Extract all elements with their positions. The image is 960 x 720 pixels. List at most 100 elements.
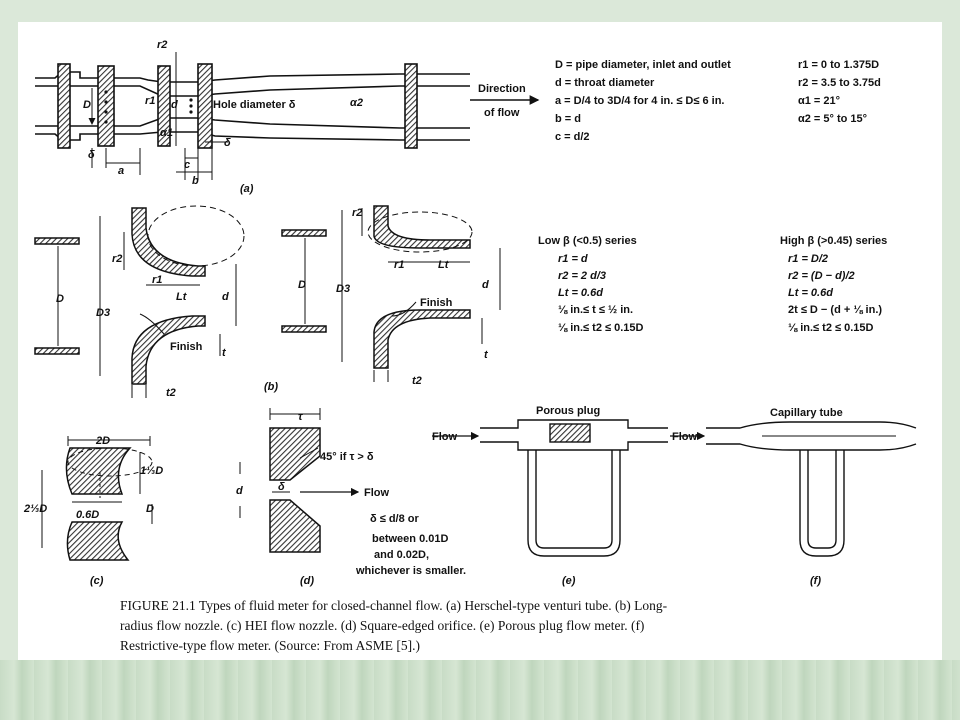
panel-e-labels: Porous plug Flow (e) [432,405,600,587]
high-beta-line-3: Lt = 0.6d [788,287,833,299]
label-f-flow: Flow [672,431,697,443]
label-b-r2-left: r2 [112,253,122,265]
legend-a-line-1: D = pipe diameter, inlet and outlet [555,59,731,71]
label-b: b [192,175,199,187]
flange-outlet [404,63,418,149]
label-d-rule-3: and 0.02D, [374,549,429,561]
label-c-throat: 0.6D [76,509,99,521]
low-beta-line-4: ⅛ in.≤ t ≤ ½ in. [558,304,633,316]
figure-caption: FIGURE 21.1 Types of fluid meter for clo… [120,598,668,653]
label-D: D [83,99,91,111]
slide-footer-band [0,660,960,720]
high-beta-line-2: r2 = (D − d)/2 [788,270,855,282]
label-b-t2-left: t2 [166,387,176,399]
high-beta-line-1: r1 = D/2 [788,253,828,265]
label-hole-diameter: Hole diameter δ [213,99,296,111]
nozzle-left-body [131,207,206,277]
caption-line-3: Restrictive-type flow meter. (Source: Fr… [120,638,420,653]
porous-plug-element [549,423,591,443]
label-b-Lt-left: Lt [176,291,188,303]
label-c: c [184,159,190,171]
caption-line-1: FIGURE 21.1 Types of fluid meter for clo… [120,598,668,613]
high-beta-line-4: 2t ≤ D − (d + ⅛ in.) [788,304,882,316]
label-b-d-right: d [482,279,489,291]
nozzle-right-pipe-top [281,229,327,237]
label-e-title: Porous plug [536,405,600,417]
figure-page: r2 D r1 d Hole diameter δ α2 α1 δ a c δ … [18,22,942,660]
panel-f-labels: Capillary tube Flow (f) [672,407,843,587]
legend-a-right-1: r1 = 0 to 1.375D [798,59,879,71]
label-d-tau: τ [298,411,303,423]
legend-a-line-4: b = d [555,113,581,125]
nozzle-right-body-bottom [373,309,471,369]
label-d-d: d [236,485,243,497]
beta-series-tables: Low β (<0.5) series r1 = d r2 = 2 d/3 Lt… [538,235,887,334]
hei-nozzle-top [65,447,132,495]
label-c-left: 2⅓D [23,503,47,515]
panel-label-a: (a) [240,183,254,195]
high-beta-line-5: ⅛ in.≤ t2 ≤ 0.15D [788,322,873,334]
label-b-t2-right: t2 [412,375,422,387]
label-b-D3-left: D3 [96,307,110,319]
orifice-plate-bottom [269,499,321,553]
piezometer-dots [104,90,193,124]
orifice-plate-top [269,427,321,481]
panel-b-labels: D r2 r1 Lt d D3 Finish t t2 r2 D D3 r1 L… [56,207,489,399]
label-d-rule-1: δ ≤ d/8 or [370,513,419,525]
panel-d-labels: τ 45° if τ > δ d δ Flow δ ≤ d/8 or betwe… [236,411,466,587]
panel-a-labels: r2 D r1 d Hole diameter δ α2 α1 δ a c δ … [83,39,526,195]
legend-a-line-3: a = D/4 to 3D/4 for 4 in. ≤ D≤ 6 in. [555,95,724,107]
nozzle-left-pipe-bottom [34,347,80,355]
legend-a-right-4: α2 = 5° to 15° [798,113,867,125]
label-a: a [118,165,124,177]
manometer-e [527,450,621,557]
label-c-2D: 2D [95,435,110,447]
label-b-r1-left: r1 [152,274,162,286]
label-d-delta: δ [278,481,285,493]
label-d-rule-2: between 0.01D [372,533,448,545]
label-of-flow: of flow [484,107,520,119]
label-b-finish-left: Finish [170,341,203,353]
panel-c-labels: 2D 1⅓D 2⅓D 0.6D D (c) [23,435,163,587]
panel-label-f: (f) [810,575,821,587]
legend-a-line-2: d = throat diameter [555,77,655,89]
low-beta-line-3: Lt = 0.6d [558,287,603,299]
label-b-r1-right: r1 [394,259,404,271]
label-d-angle: 45° if τ > δ [320,451,374,463]
flange-inlet [97,65,115,147]
panel-label-c: (c) [90,575,104,587]
label-b-t-left: t [222,347,227,359]
panel-c-hei-nozzle [41,436,153,561]
legend-a-line-5: c = d/2 [555,131,590,143]
nozzle-right-body [373,205,471,249]
label-d-flow: Flow [364,487,389,499]
label-d-rule-4: whichever is smaller. [355,565,466,577]
label-alpha2: α2 [350,97,363,109]
low-beta-line-5: ⅛ in.≤ t2 ≤ 0.15D [558,322,643,334]
low-beta-title: Low β (<0.5) series [538,235,637,247]
label-c-top: 1⅓D [140,465,163,477]
panel-label-b: (b) [264,381,278,393]
low-beta-line-1: r1 = d [558,253,588,265]
panel-d-orifice [239,408,360,553]
label-direction: Direction [478,83,526,95]
label-b-D-left: D [56,293,64,305]
label-d: d [171,99,178,111]
label-b-Lt-right: Lt [438,259,450,271]
label-b-d-left: d [222,291,229,303]
legend-a-right-3: α1 = 21° [798,95,840,107]
label-alpha1: α1 [160,127,173,139]
nozzle-right-radius-outline [367,211,473,253]
nozzle-left-pipe-top [34,237,80,245]
fluid-meter-figure: r2 D r1 d Hole diameter δ α2 α1 δ a c δ … [23,39,917,653]
flange-throat-left [157,65,171,147]
panel-a-venturi [35,52,540,180]
manometer-f [799,450,845,557]
label-r1: r1 [145,95,155,107]
label-b-t-right: t [484,349,489,361]
low-beta-line-2: r2 = 2 d/3 [558,270,606,282]
panel-label-d: (d) [300,575,314,587]
nozzle-left-body-bottom [131,315,206,385]
label-r2: r2 [157,39,167,51]
